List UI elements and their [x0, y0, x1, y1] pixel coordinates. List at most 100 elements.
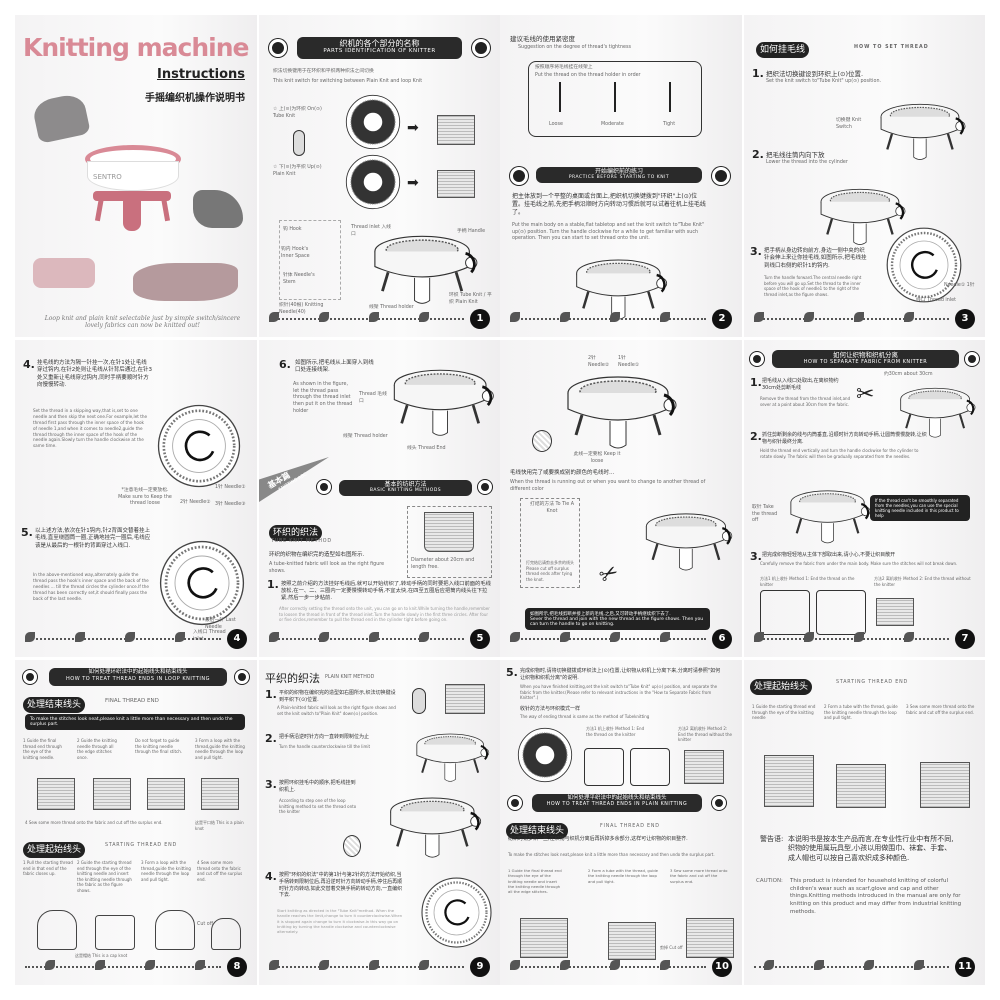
step-text-en: When you have finished knitting,set the … [520, 684, 718, 701]
final-step-1: 1 Guide the final thread end through the… [23, 738, 62, 760]
step-text-zh: 按照环织挂毛中的顺序,把毛线挂到织机上. [279, 780, 356, 793]
step-text-zh: 把完成织物轻轻地从主体下部取出来,请小心,不要让织目散开 [762, 552, 896, 558]
step-text-zh: 挂毛线的方法为隔一针挂一次,在针1处让毛线穿过钩内,在针2处则让毛线从针背后通过… [37, 360, 152, 389]
final-step-2: 2 Form a tube with the thread, guide the… [588, 868, 658, 884]
change-thread-en: When the thread is running out or when y… [510, 480, 706, 492]
page-2-practice: 建议毛线的使用紧密度 Suggestion on the degree of t… [500, 15, 742, 337]
final-end-en: FINAL THREAD END [105, 698, 159, 704]
method-1-label: 方法1 机上收针 Method 1: End the thread on the… [760, 576, 855, 587]
cover-subtitle: Instructions [156, 67, 245, 82]
label-hook-inner: 钩内 Hook's Inner Space [281, 247, 310, 259]
ring-top-view [157, 538, 247, 628]
step-text-zh: 把织法切换键设到环织上(⊙)位置. [766, 70, 864, 78]
method-1-label: 方法1 机上收针 Method 1: End the thread on the… [586, 726, 645, 737]
info-box: 如图所示,把毛线剪断并接上新的毛线,之后,又可转动手柄继续织下去了. Sever… [525, 608, 710, 630]
keep-loose-label: 此线一定要松 Keep it loose [573, 452, 621, 464]
ring-top-view [155, 402, 243, 490]
cap-step [155, 910, 195, 950]
flower-icon [712, 167, 730, 185]
step-text-zh: 把手柄从身边转向前方,身边一侧中央的织针会伸上来让你挂毛线,如图所示,把毛线挂到… [764, 248, 867, 269]
step-text-zh: 把手柄沿逆时针方向一直转到限制位为止 [279, 734, 370, 740]
tube-knit-label: ☆ 上(⊙)为环织 On(⊙) Tube Knit [273, 107, 322, 119]
yarn-ball-icon [343, 835, 361, 857]
page-9-plain-knit: 平织的织法 PLAIN KNIT METHOD 1. 平织的织物在编织完的造型如… [259, 660, 500, 985]
step-6: 6. [279, 358, 291, 371]
knitter-diagram [784, 482, 874, 548]
page-number: 4 [227, 629, 247, 649]
fabric-step [201, 778, 239, 810]
step-text-en: Hold the thread end vertically and turn … [760, 448, 919, 459]
label-needle-1: 1针 Needle① [618, 356, 640, 368]
step-text-en: Carefully remove the fabric from under t… [760, 561, 958, 566]
start-end-en: STARTING THREAD END [836, 680, 908, 685]
fabric-step [147, 778, 185, 810]
page-number: 3 [955, 309, 975, 329]
page-number: 11 [955, 957, 975, 977]
flower-icon [478, 480, 492, 494]
page-3-set-thread: 如何挂毛线 HOW TO SET THREAD 1. 把织法切换键设到环织上(⊙… [744, 15, 985, 337]
step-text-en: After correctly setting the thread onto … [279, 606, 490, 623]
tightness-title-zh: 建议毛线的使用紧密度 [510, 35, 575, 43]
arrow-right-icon: ➡ [407, 120, 419, 136]
step-3: 3. [265, 778, 277, 791]
flower-icon [472, 39, 490, 57]
section-title-zh: 平织的织法 [265, 672, 320, 685]
method-1-image [584, 748, 624, 786]
loose-note: *注意毛线一定要放松. Make sure to Keep the thread… [118, 488, 172, 507]
start-step-3: 3 Sew some more thread onto the fabric a… [906, 704, 975, 715]
plain-knit-ring-icon [516, 726, 574, 784]
plain-fabric [445, 684, 485, 714]
ring-top-view [884, 225, 964, 305]
step-text-en: Lower the thread into the cylinder [766, 160, 848, 165]
tightness-title-en: Suggestion on the degree of thread's tig… [518, 45, 631, 50]
page-footer: 5 [269, 629, 490, 649]
page-number: 2 [712, 309, 732, 329]
info-box: To make the stitches look neat,please kn… [25, 714, 245, 730]
start-step-4: 4 Sew some more thread onto the fabric a… [197, 860, 243, 882]
knitter-diagram [379, 788, 489, 863]
label-hook: 钩 Hook [283, 227, 302, 232]
tightness-box: 按照顺序将毛线挂在线架上 Put the thread on the threa… [528, 61, 702, 137]
label-needle-3: 3针 Needle③ [215, 502, 246, 507]
knitting-machine-photo: SENTRO [83, 135, 183, 245]
tube-fabric-box [407, 506, 492, 578]
step-text-en: Set the thread in a skipping way,that is… [33, 408, 148, 449]
flower-icon [269, 39, 287, 57]
section-title-zh: 如何挂毛线 [756, 37, 810, 58]
tie-knot-box [520, 498, 580, 588]
page-number: 10 [712, 957, 732, 977]
page-10-plain-thread-ends: 5. 完成织物时,请将切换键拨成环织法上(⊙)位置,让织物从织机上分离下来,分离… [500, 660, 742, 985]
fabric-step [520, 918, 568, 958]
knitter-diagram [874, 95, 969, 165]
page-footer: 7 [754, 629, 975, 649]
flower-icon [965, 352, 979, 366]
step-4: 4. [23, 358, 35, 371]
moderate-label: Moderate [601, 122, 624, 127]
caution-label: CAUTION: [756, 878, 783, 884]
page-number: 9 [470, 957, 490, 977]
practice-text-en: Put the main body on a stable,flat table… [512, 223, 705, 242]
note-en: To make the stitches look neat,please kn… [508, 852, 715, 857]
step-text-zh: 以上述方法,依次在针1钩内,针2背面交替着挂上毛线,直至绕圆筒一圈,正确地挂完一… [35, 528, 151, 549]
cut-off-label: 剪掉 Cut off [660, 945, 683, 950]
page-footer: 6 [510, 629, 732, 649]
step-2: 2. [750, 430, 762, 443]
flower-icon [712, 796, 726, 810]
plain-fabric [876, 598, 914, 626]
page-footer: 1 [269, 309, 490, 329]
pink-fabric-photo [33, 258, 95, 288]
tube-desc-en: A tube-knitted fabric will look as the r… [269, 562, 385, 574]
intro-en: This knit switch for switching between P… [273, 79, 423, 84]
page-footer: 4 [25, 629, 247, 649]
knit-switch-icon [412, 688, 426, 714]
brand-label: SENTRO [93, 173, 122, 181]
cap-step [37, 910, 77, 950]
fabric-step [608, 922, 656, 960]
label-thread-holder: 线架 Thread holder [369, 305, 414, 310]
section-title-en: PLAIN KNIT METHOD [325, 675, 375, 680]
method-2-label: 方法2 离机收针 Method 2: End the thread withou… [678, 726, 732, 743]
tight-label: Tight [663, 122, 676, 127]
method-1-image [630, 748, 670, 786]
step-1: 1. [752, 67, 764, 80]
